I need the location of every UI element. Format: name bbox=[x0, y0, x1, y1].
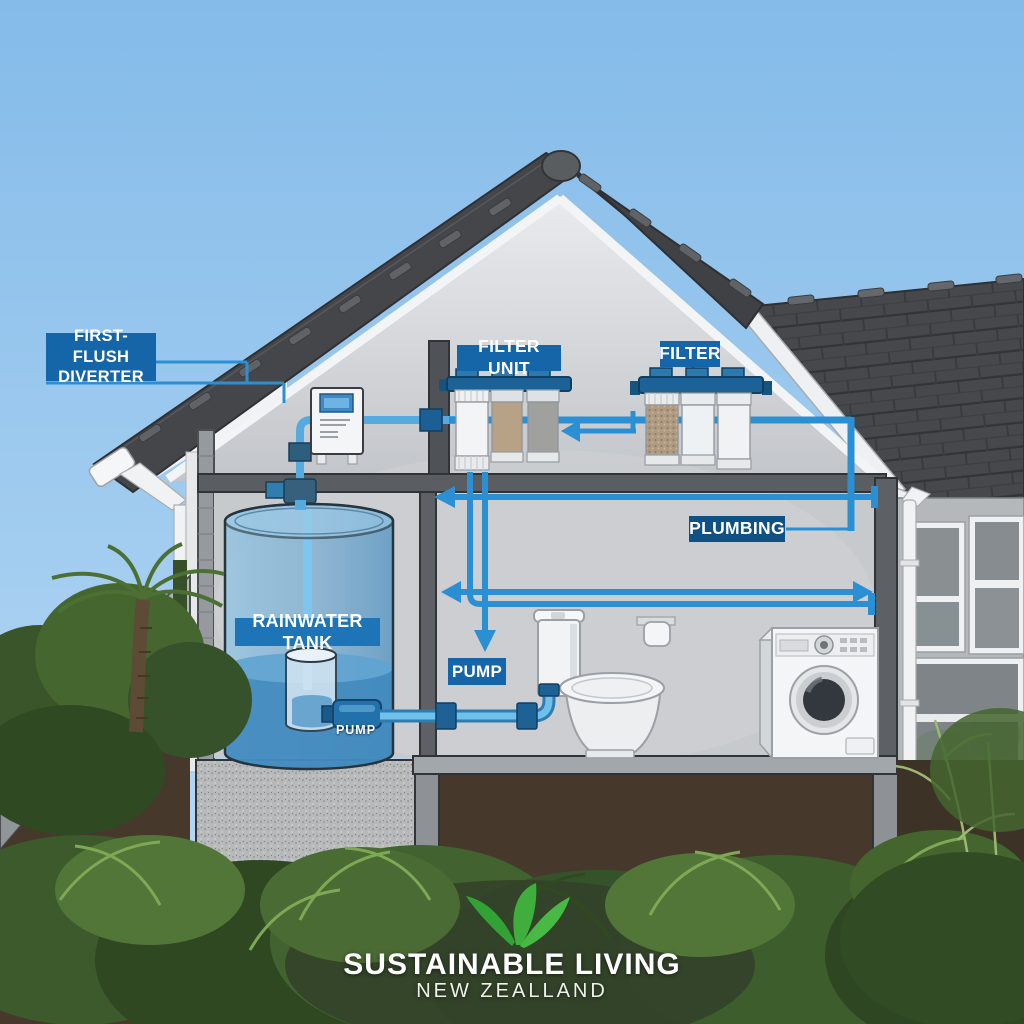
label-filter: FILTER bbox=[659, 341, 721, 367]
toilet-paper-holder bbox=[636, 616, 676, 647]
label-filter-unit: FILTER UNIT bbox=[457, 336, 561, 378]
cartridge-sediment bbox=[454, 389, 490, 471]
leaf-logo-icon bbox=[466, 883, 570, 948]
right-downpipe bbox=[899, 486, 932, 773]
cartridge-media bbox=[644, 392, 680, 466]
label-first-flush-diverter: FIRST-FLUSH DIVERTER bbox=[46, 327, 156, 386]
ridge-cap bbox=[541, 150, 581, 182]
ridge-tiles bbox=[138, 173, 752, 443]
toilet bbox=[533, 609, 665, 759]
first-flush-device bbox=[310, 387, 364, 465]
tree-fern-trunk bbox=[129, 599, 150, 733]
filter-bank bbox=[630, 367, 772, 470]
fern-fronds bbox=[58, 836, 966, 951]
pump-outlet-pipe bbox=[380, 683, 560, 730]
upper-windows bbox=[904, 515, 1024, 655]
cartridge-white-2 bbox=[716, 392, 752, 470]
washing-machine bbox=[758, 626, 880, 761]
brand-name: SUSTAINABLE LIVING bbox=[343, 948, 681, 981]
pediment-stud bbox=[428, 340, 450, 475]
pump-device bbox=[321, 699, 382, 729]
label-pump-callout: PUMP bbox=[448, 658, 506, 685]
tree-fern-fronds bbox=[51, 542, 225, 614]
inlet-stream bbox=[303, 508, 312, 690]
cartridge-fine bbox=[526, 389, 560, 463]
brand-region: NEW ZEALLAND bbox=[416, 980, 608, 1002]
label-plumbing: PLUMBING bbox=[689, 516, 785, 542]
cartridge-carbon bbox=[490, 389, 524, 463]
cartridge-white-1 bbox=[680, 392, 716, 466]
vegetation bbox=[0, 542, 1024, 1024]
label-rainwater-tank: RAINWATER TANK bbox=[235, 611, 380, 653]
label-pump-device: PUMP bbox=[335, 723, 377, 738]
filter-unit bbox=[439, 368, 572, 471]
